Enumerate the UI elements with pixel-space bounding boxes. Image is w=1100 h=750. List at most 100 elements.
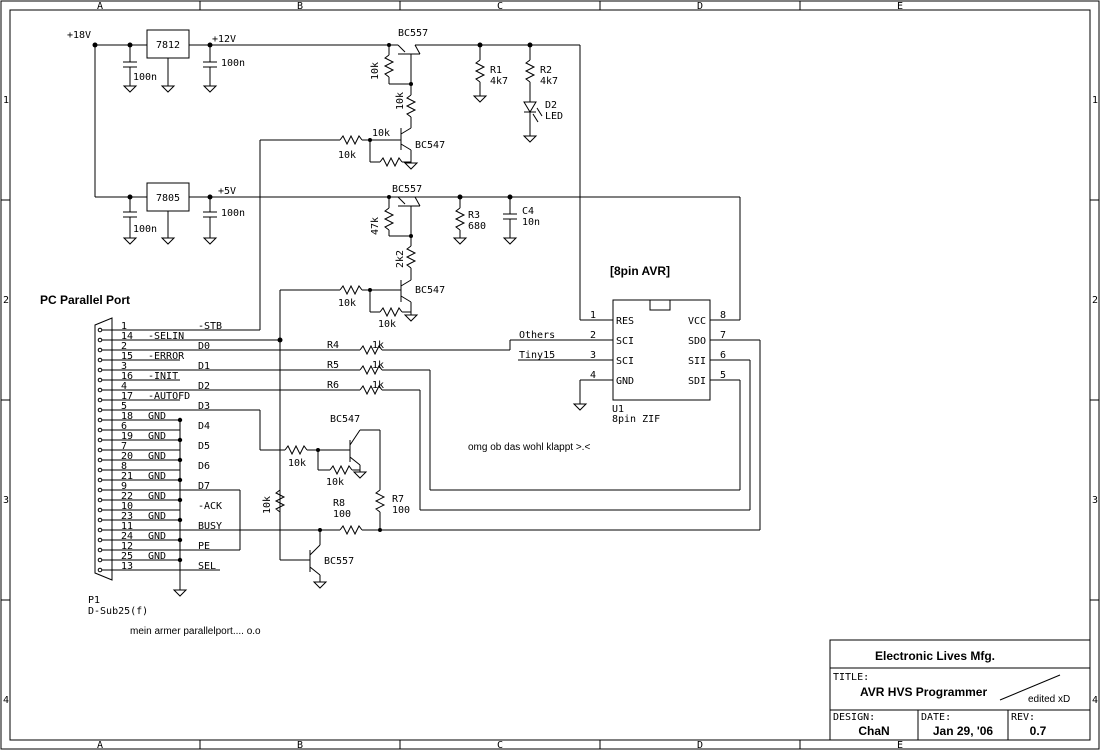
power-supply: +18V 7812 100n +12V 100n 7805	[67, 29, 740, 245]
port-title: PC Parallel Port	[40, 293, 130, 307]
r1-value: 4k7	[490, 76, 508, 87]
avr-pin4-name: GND	[616, 376, 634, 387]
port-pin-contact	[97, 537, 103, 543]
r8-value: 100	[333, 509, 351, 520]
port-pin-number: 8	[121, 461, 127, 472]
avr-title: [8pin AVR]	[610, 264, 670, 278]
col-label-c-bottom: C	[497, 740, 503, 750]
row-label-2-right: 2	[1092, 295, 1098, 306]
port-pin-contact	[97, 397, 103, 403]
avr-pin4-num: 4	[590, 370, 596, 381]
port-pin-contact	[97, 507, 103, 513]
port-pin-contact	[97, 377, 103, 383]
port-pin-contact	[97, 417, 103, 423]
port-pin-number: 3	[121, 361, 127, 372]
port-pin-signal: BUSY	[198, 521, 222, 532]
tb-edit: edited xD	[1028, 694, 1070, 705]
port-pin-contact	[97, 367, 103, 373]
tb-design: ChaN	[858, 724, 889, 738]
res-10k-bot-label: 10k	[262, 496, 273, 514]
row-label-4-left: 4	[3, 695, 9, 706]
r2-ref: R2	[540, 65, 552, 76]
port-pin-signal: GND	[148, 411, 166, 422]
port-pin-number: 4	[121, 381, 127, 392]
port-pin-contact	[97, 517, 103, 523]
port-pin-signal: -AUTOFD	[148, 391, 190, 402]
port-pin-signal: D0	[198, 341, 210, 352]
avr-pin1-name: RES	[616, 316, 634, 327]
c4-ref: C4	[522, 206, 534, 217]
r8-ref: R8	[333, 498, 345, 509]
port-pin-contact	[97, 337, 103, 343]
port-pin-number: 5	[121, 401, 127, 412]
note-2: mein armer parallelport.... o.o	[130, 626, 261, 637]
col-label-a-bottom: A	[97, 740, 103, 750]
label-12v: +12V	[212, 34, 236, 45]
r3-value: 680	[468, 221, 486, 232]
r6-ref: R6	[327, 380, 339, 391]
cap-label-2: 100n	[221, 58, 245, 69]
port-pin-signal: GND	[148, 551, 166, 562]
port-pin-number: 2	[121, 341, 127, 352]
avr-pin2-num: 2	[590, 330, 596, 341]
port-pin-signal: PE	[198, 541, 210, 552]
r4-ref: R4	[327, 340, 339, 351]
port-pin-contact	[97, 567, 103, 573]
res-10k-d3-label: 10k	[288, 458, 306, 469]
tb-rev-label: REV:	[1011, 712, 1035, 723]
label-18v: +18V	[67, 30, 91, 41]
tb-design-label: DESIGN:	[833, 712, 875, 723]
transistor-q-bot-label: BC557	[324, 556, 354, 567]
port-pin-contact	[97, 407, 103, 413]
port-pin-contact	[97, 547, 103, 553]
port-pin-number: 23	[121, 511, 133, 522]
r2-value: 4k7	[540, 76, 558, 87]
regulator-7812-label: 7812	[156, 40, 180, 51]
port-pin-number: 20	[121, 451, 133, 462]
port-pin-signal: -SELIN	[148, 331, 184, 342]
row-label-3-right: 3	[1092, 495, 1098, 506]
transistor-q-drv1-label: BC547	[415, 140, 445, 151]
port-ref: P1	[88, 595, 100, 606]
res-10k-series-label: 10k	[395, 92, 406, 110]
port-pin-signal: D2	[198, 381, 210, 392]
port-pin-contact	[97, 447, 103, 453]
regulator-7805-label: 7805	[156, 193, 180, 204]
avr-desc: 8pin ZIF	[612, 414, 660, 425]
avr-pin8-name: VCC	[688, 316, 706, 327]
port-pin-signal: -ERROR	[148, 351, 185, 362]
port-pin-number: 15	[121, 351, 133, 362]
r5-value: 1k	[372, 360, 384, 371]
res-2k2-label: 2k2	[395, 250, 406, 268]
res-10k-pullup-label: 10k	[370, 62, 381, 80]
port-pin-contact	[97, 437, 103, 443]
port-pin-number: 9	[121, 481, 127, 492]
r3-ref: R3	[468, 210, 480, 221]
port-type: D-Sub25(f)	[88, 606, 148, 617]
col-label-b-top: B	[297, 1, 303, 12]
port-pin-number: 16	[121, 371, 133, 382]
d2-value: LED	[545, 111, 563, 122]
avr-pin2-name: SCI	[616, 336, 634, 347]
port-pin-signal: GND	[148, 511, 166, 522]
c4-value: 10n	[522, 217, 540, 228]
row-label-2-left: 2	[3, 295, 9, 306]
col-label-e-bottom: E	[897, 740, 903, 750]
port-pin-signal: -STB	[198, 321, 222, 332]
transistor-q-drv2-label: BC547	[415, 285, 445, 296]
port-pin-number: 11	[121, 521, 133, 532]
port-pin-contact	[97, 387, 103, 393]
data-lines: R4 1k R5 1k R6 1k 10k 10k	[172, 329, 760, 597]
port-pin-number: 19	[121, 431, 133, 442]
avr-pin3-num: 3	[590, 350, 596, 361]
port-pin-contact	[97, 557, 103, 563]
port-pin-signal: D7	[198, 481, 210, 492]
avr-others-label: Others	[519, 330, 555, 341]
res-10k-base2-label: 10k	[338, 298, 356, 309]
avr-ref: U1	[612, 404, 624, 415]
col-label-e-top: E	[897, 1, 903, 12]
r4-value: 1k	[372, 340, 384, 351]
row-label-4-right: 4	[1092, 695, 1098, 706]
